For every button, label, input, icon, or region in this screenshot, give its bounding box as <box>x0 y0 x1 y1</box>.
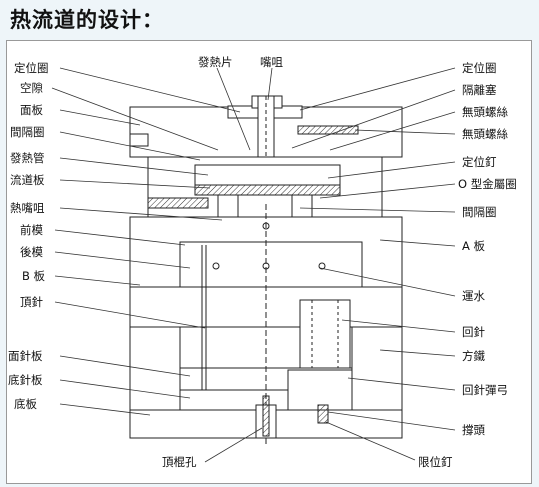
label-o-ring: O 型金屬圈 <box>458 177 517 191</box>
support-block-right <box>351 326 403 411</box>
support-block-left <box>129 326 181 411</box>
label-ejector-rod-hole: 頂棍孔 <box>162 455 197 469</box>
label-water-cooling: 運水 <box>462 289 485 303</box>
label-heater-tube: 發熱管 <box>10 151 45 165</box>
label-locating-ring-left: 定位圈 <box>14 61 49 75</box>
label-a-plate: A 板 <box>462 239 486 253</box>
label-support-pillar: 撐頭 <box>462 423 485 437</box>
label-return-pin: 回針 <box>462 325 485 339</box>
label-support-block: 方鐵 <box>462 349 485 363</box>
label-return-pin-spring: 回針彈弓 <box>462 383 508 397</box>
top-labels: 發熱片 嘴咀 <box>198 55 283 69</box>
label-stop-pin: 限位釘 <box>418 455 453 469</box>
label-spacer-ring-left: 間隔圈 <box>10 125 45 139</box>
label-bottom-plate: 底板 <box>14 397 37 411</box>
left-labels: 定位圈 空隙 面板 間隔圈 發熱管 流道板 熱嘴咀 前模 後模 B 板 頂針 面… <box>8 61 197 469</box>
label-ejector-retainer-plate: 面針板 <box>8 349 43 363</box>
label-locating-ring-right: 定位圈 <box>462 61 497 75</box>
label-clearance: 空隙 <box>20 81 43 95</box>
label-runner-plate: 流道板 <box>10 173 45 187</box>
back-mold-shape <box>179 241 363 288</box>
leader-lines <box>51 67 456 463</box>
label-ejector-base-plate: 底針板 <box>8 373 43 387</box>
right-labels: 定位圈 隔離塞 無頭螺絲 無頭螺絲 定位釘 O 型金屬圈 間隔圈 A 板 運水 … <box>418 61 517 469</box>
runner-plate-shape <box>194 164 341 186</box>
mold-drawing <box>129 95 403 445</box>
label-face-plate: 面板 <box>20 103 43 117</box>
label-spacer-ring-right: 間隔圈 <box>462 205 497 219</box>
label-b-plate: B 板 <box>22 269 46 283</box>
label-front-mold: 前模 <box>20 223 43 237</box>
label-nozzle: 嘴咀 <box>260 55 283 69</box>
label-insulating-plug: 隔離塞 <box>462 83 497 97</box>
label-headless-screw-2: 無頭螺絲 <box>462 127 508 141</box>
label-ejector-pin: 頂針 <box>20 295 43 309</box>
label-headless-screw-1: 無頭螺絲 <box>462 105 508 119</box>
label-dowel-pin: 定位釘 <box>462 155 497 169</box>
label-hot-nozzle: 熱嘴咀 <box>10 201 45 215</box>
label-back-mold: 後模 <box>20 245 43 259</box>
page-title: 热流道的设计： <box>10 8 164 32</box>
label-heating-sheet: 發熱片 <box>198 55 233 69</box>
